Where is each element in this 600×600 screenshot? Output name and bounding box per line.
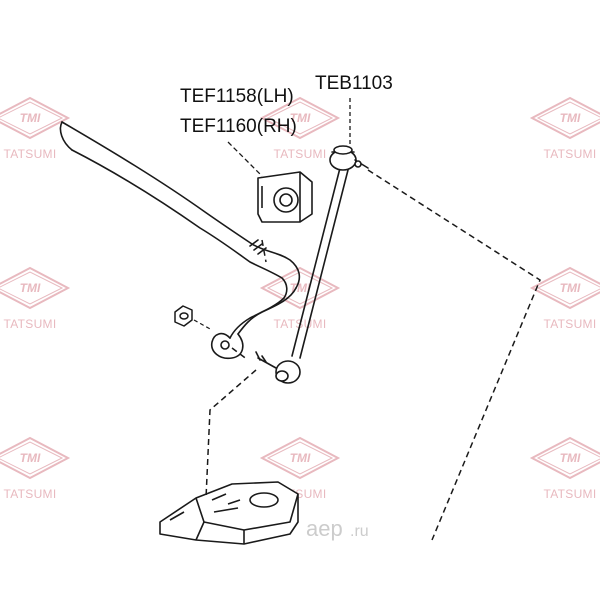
watermark-brand: TMI: [290, 451, 311, 465]
nut: [174, 305, 193, 327]
site-logo-text: aep: [306, 516, 343, 541]
part-label-bushing-lh: TEF1158(LH): [180, 86, 294, 107]
watermark-5: TMI TATSUMI: [529, 266, 600, 331]
watermark-6: TMI TATSUMI: [0, 436, 71, 501]
watermark-diamond-inner: [266, 101, 334, 135]
watermark-diamond: [0, 266, 71, 310]
watermark-2: TMI TATSUMI: [529, 96, 600, 161]
watermark-name: TATSUMI: [544, 317, 597, 331]
watermark-diamond: [529, 96, 600, 140]
watermark-diamond-inner: [0, 101, 64, 135]
watermark-diamond: [259, 436, 341, 480]
watermark-diamond-inner: [266, 441, 334, 475]
watermark-brand: TMI: [20, 451, 41, 465]
watermark-diamond: [529, 436, 600, 480]
watermark-diamond: [0, 96, 71, 140]
watermark-name: TATSUMI: [4, 147, 57, 161]
watermark-8: TMI TATSUMI: [529, 436, 600, 501]
site-logo-tld: .ru: [350, 523, 369, 540]
watermark-name: TATSUMI: [544, 487, 597, 501]
watermark-brand: TMI: [20, 281, 41, 295]
control-arm-mount: [159, 481, 299, 545]
watermark-brand: TMI: [290, 281, 311, 295]
stabilizer-link: [255, 145, 369, 384]
watermark-brand: TMI: [560, 281, 581, 295]
watermark-brand: TMI: [20, 111, 41, 125]
watermark-name: TATSUMI: [274, 147, 327, 161]
part-label-bushing-rh: TEF1160(RH): [180, 116, 297, 137]
watermark-1: TMI TATSUMI: [259, 96, 341, 161]
watermark-0: TMI TATSUMI: [0, 96, 71, 161]
stabilizer-bushing: [257, 171, 313, 223]
stabilizer-bar: [59, 121, 301, 360]
watermark-diamond: [259, 96, 341, 140]
watermark-3: TMI TATSUMI: [0, 266, 71, 331]
bushing-leader-line: [227, 141, 263, 177]
watermark-diamond-inner: [0, 441, 64, 475]
watermark-name: TATSUMI: [4, 487, 57, 501]
watermark-layer: TMI TATSUMI TMI TATSUMI TMI TATSUMI TMI TATSUMI…: [0, 96, 600, 501]
nut-guide-line: [193, 319, 213, 331]
watermark-diamond: [529, 266, 600, 310]
site-logo: aep .ru: [306, 516, 369, 541]
watermark-name: TATSUMI: [544, 147, 597, 161]
watermark-diamond-inner: [266, 271, 334, 305]
watermark-diamond-inner: [536, 271, 600, 305]
part-label-stabilizer-link: TEB1103: [315, 73, 393, 94]
watermark-brand: TMI: [560, 111, 581, 125]
watermark-diamond: [259, 266, 341, 310]
watermark-brand: TMI: [560, 451, 581, 465]
watermark-name: TATSUMI: [4, 317, 57, 331]
watermark-diamond-inner: [536, 441, 600, 475]
watermark-diamond-inner: [536, 101, 600, 135]
watermark-diamond-inner: [0, 271, 64, 305]
watermark-brand: TMI: [290, 111, 311, 125]
watermark-diamond: [0, 436, 71, 480]
assembly-guide-lines: [205, 169, 541, 541]
